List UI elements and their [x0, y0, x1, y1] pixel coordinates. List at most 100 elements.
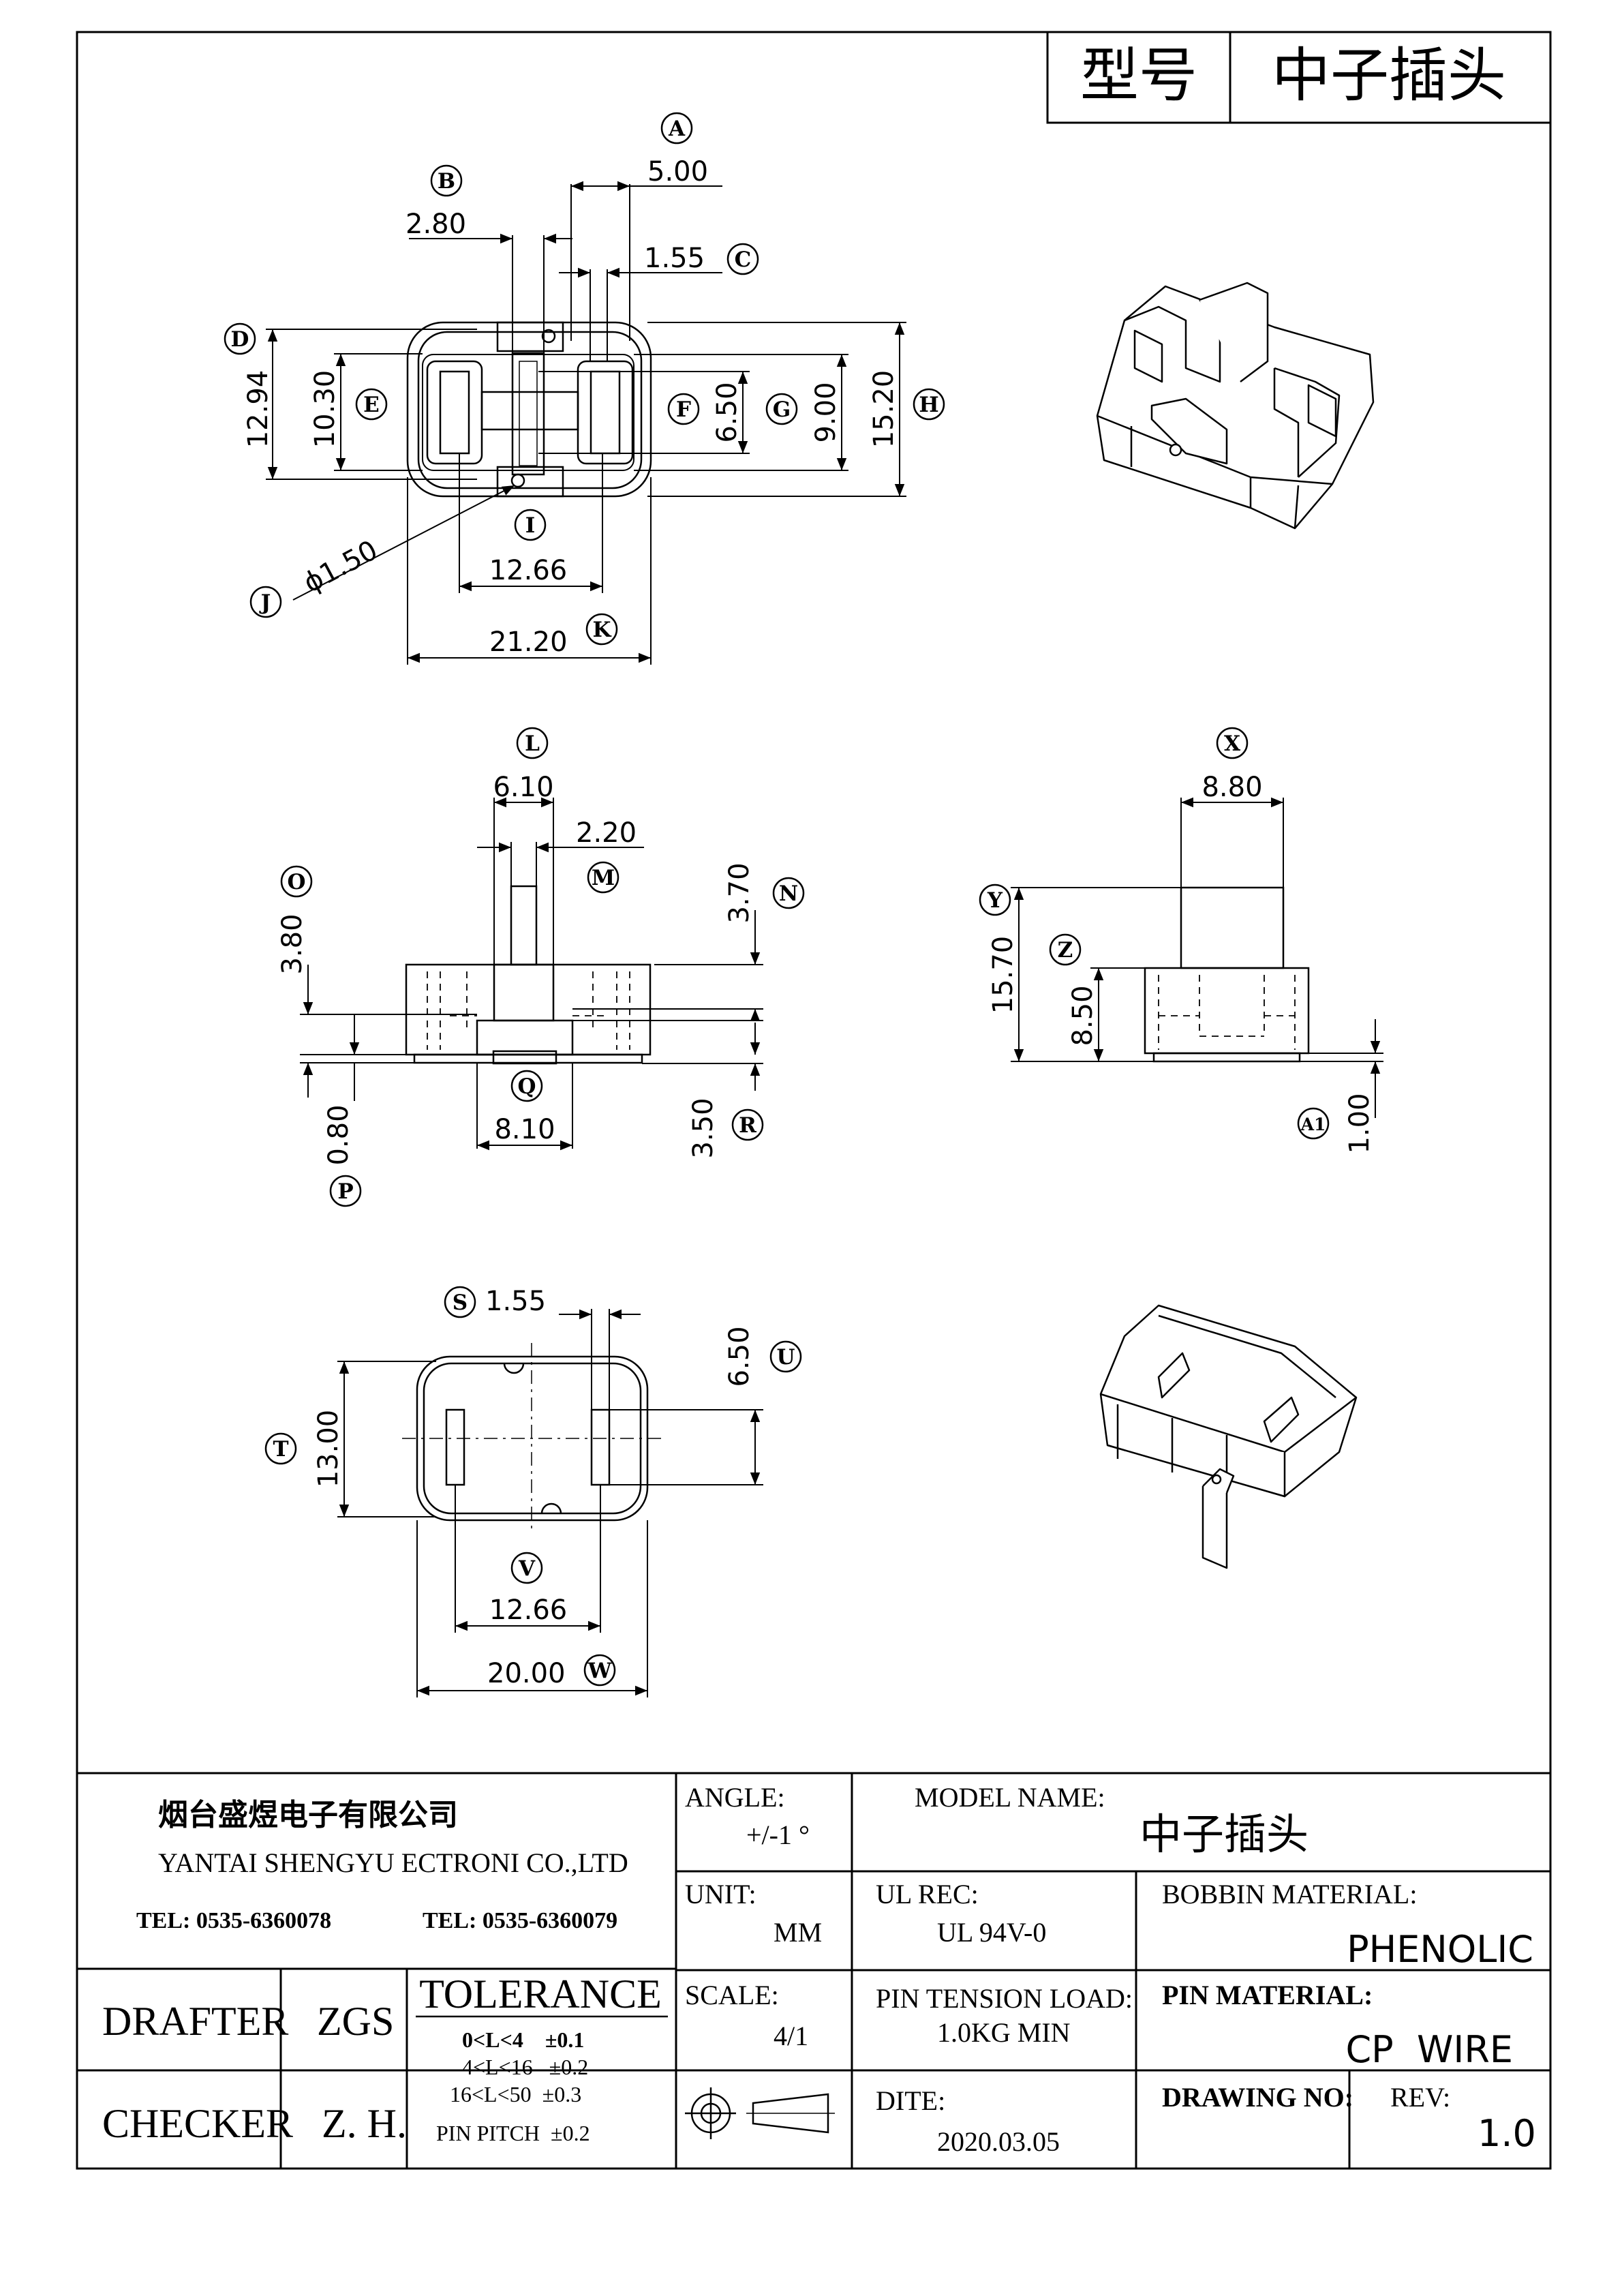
company-name-en: YANTAI SHENGYU ECTRONI CO.,LTD — [158, 1847, 628, 1878]
angle-value: +/-1 ° — [746, 1819, 810, 1850]
date-label: DITE: — [876, 2085, 945, 2116]
label-P: P — [337, 1179, 353, 1204]
label-S: S — [453, 1290, 468, 1315]
side-view-dimensions — [1011, 797, 1383, 1118]
label-R: R — [739, 1113, 756, 1138]
iso-view-bottom — [1099, 1304, 1358, 1569]
dim-Q-value: 8.10 — [494, 1114, 555, 1145]
pin-tension-label: PIN TENSION LOAD: — [876, 1983, 1133, 2014]
dim-L-value: 6.10 — [493, 772, 553, 803]
checker-value: Z. H. — [322, 2101, 407, 2146]
label-L: L — [525, 731, 540, 756]
dim-G-value: 9.00 — [810, 382, 842, 442]
label-H: H — [919, 393, 938, 417]
drawing-no-label: DRAWING NO: — [1162, 2082, 1353, 2113]
label-X: X — [1224, 731, 1241, 756]
dim-E-value: 10.30 — [309, 370, 341, 449]
label-B: B — [438, 169, 455, 194]
pin-material-label: PIN MATERIAL: — [1162, 1980, 1373, 2010]
model-name-value: 中子插头 — [1139, 1809, 1309, 1859]
label-bubbles — [224, 112, 1330, 1687]
dim-H-value: 15.20 — [868, 370, 900, 449]
top-view-dimensions — [266, 181, 906, 665]
label-T: T — [273, 1437, 288, 1462]
dim-Z-value: 8.50 — [1067, 985, 1099, 1046]
dim-S-value: 1.55 — [485, 1286, 546, 1317]
scale-label: SCALE: — [685, 1980, 779, 2010]
ul-rec-label: UL REC: — [876, 1879, 979, 1909]
tolerance-row: 4<L<16 ±0.2 — [462, 2055, 588, 2079]
scale-value: 4/1 — [774, 2021, 808, 2051]
dim-O-value: 3.80 — [277, 913, 308, 974]
dim-J-value: ϕ1.50 — [299, 534, 383, 599]
tolerance-row: 16<L<50 ±0.3 — [450, 2082, 581, 2106]
dim-T-value: 13.00 — [313, 1410, 344, 1488]
bottom-view-dimensions — [337, 1309, 763, 1697]
pin-tension-value: 1.0KG MIN — [937, 2017, 1071, 2048]
dim-D-value: 12.94 — [243, 370, 274, 449]
label-U: U — [776, 1345, 795, 1370]
tel-2: TEL: 0535-6360079 — [423, 1908, 617, 1933]
unit-value: MM — [774, 1917, 822, 1948]
side-view — [1144, 886, 1310, 1063]
bottom-view — [402, 1343, 664, 1534]
dim-R-value: 3.50 — [688, 1098, 719, 1158]
label-V: V — [518, 1556, 536, 1581]
dim-I-value: 12.66 — [489, 555, 568, 586]
label-W: W — [587, 1659, 613, 1683]
label-M: M — [592, 866, 615, 890]
rev-value: 1.0 — [1478, 2112, 1536, 2155]
bobbin-material-label: BOBBIN MATERIAL: — [1162, 1879, 1417, 1909]
dim-A1-value: 1.00 — [1344, 1093, 1375, 1153]
dim-X-value: 8.80 — [1202, 772, 1262, 803]
model-name-label: MODEL NAME: — [915, 1782, 1105, 1813]
label-K: K — [593, 618, 612, 642]
dim-W-value: 20.00 — [487, 1658, 566, 1689]
label-D: D — [231, 327, 249, 352]
tolerance-row: PIN PITCH ±0.2 — [436, 2121, 590, 2145]
dimension-values: 5.00 2.80 1.55 12.94 10.30 6.50 9.00 15.… — [243, 156, 1375, 1689]
front-view-dimensions — [300, 797, 763, 1151]
dim-K-value: 21.20 — [489, 626, 568, 658]
label-G: G — [773, 397, 791, 422]
dim-P-value: 0.80 — [323, 1104, 354, 1165]
pin-material-value: CP WIRE — [1345, 2028, 1513, 2071]
dim-C-value: 1.55 — [644, 243, 705, 274]
label-A1: A1 — [1300, 1115, 1326, 1134]
dim-Y-value: 15.70 — [988, 936, 1019, 1014]
ul-rec-value: UL 94V-0 — [937, 1917, 1046, 1948]
dim-V-value: 12.66 — [489, 1595, 568, 1626]
tel-1: TEL: 0535-6360078 — [136, 1908, 331, 1933]
label-O: O — [287, 870, 305, 894]
sheet-border — [76, 31, 1552, 2170]
date-value: 2020.03.05 — [937, 2126, 1060, 2157]
front-view — [405, 885, 652, 1065]
title-block: 烟台盛煜电子有限公司 YANTAI SHENGYU ECTRONI CO.,LT… — [102, 1782, 1536, 2157]
label-N: N — [779, 881, 798, 906]
dim-A-value: 5.00 — [647, 156, 708, 187]
dim-U-value: 6.50 — [724, 1326, 755, 1387]
label-Y: Y — [987, 888, 1003, 913]
rev-label: REV: — [1390, 2082, 1450, 2113]
label-Q: Q — [517, 1074, 536, 1099]
label-F: F — [676, 397, 691, 422]
title-box-label: 型号 — [1080, 42, 1197, 110]
drafter-label: DRAFTER — [102, 1999, 288, 2044]
label-C: C — [735, 247, 752, 272]
title-block-grid — [77, 1772, 1550, 2169]
projection-symbol-icon — [685, 2087, 835, 2139]
label-I: I — [525, 513, 536, 538]
unit-label: UNIT: — [685, 1879, 756, 1909]
top-view — [406, 321, 652, 498]
iso-view-top — [1096, 282, 1375, 530]
bobbin-material-value: PHENOLIC — [1347, 1928, 1533, 1971]
label-E: E — [363, 393, 380, 417]
company-name-cn: 烟台盛煜电子有限公司 — [158, 1798, 458, 1832]
label-letters: A B C D E F G H I J K L M N O P Q R X Y … — [231, 117, 1326, 1683]
drafter-value: ZGS — [317, 1999, 394, 2044]
checker-label: CHECKER — [102, 2101, 293, 2146]
label-A: A — [668, 117, 686, 141]
angle-label: ANGLE: — [685, 1782, 785, 1813]
